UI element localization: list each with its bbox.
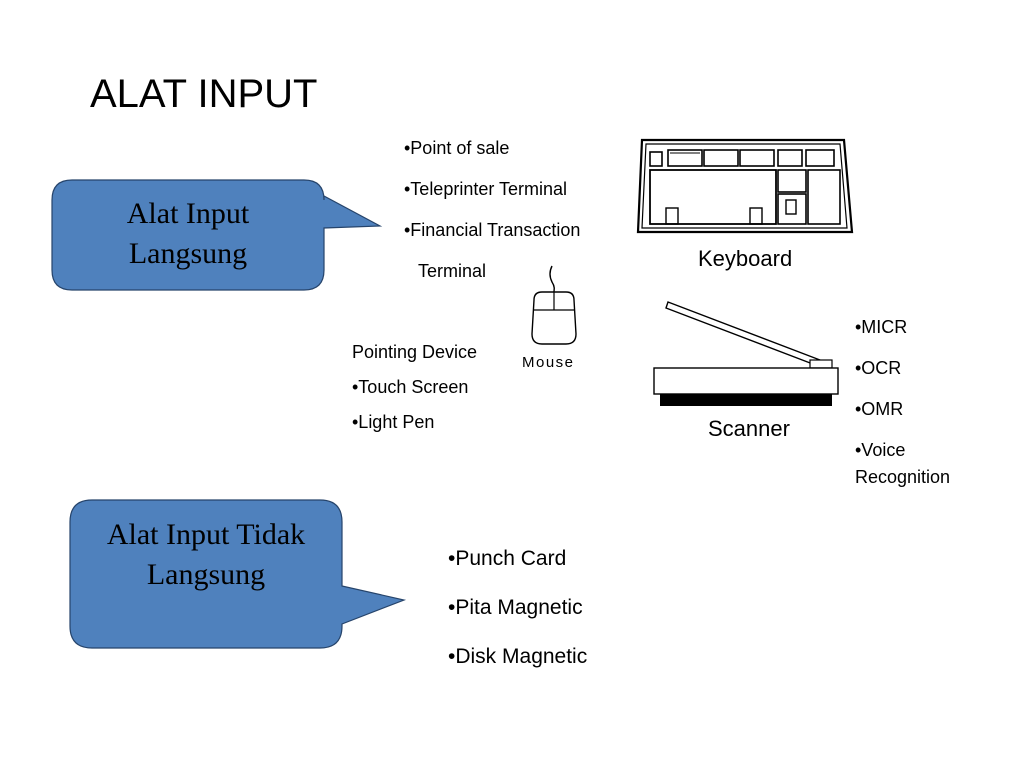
callout-direct-line1: Alat Input bbox=[126, 197, 250, 230]
callout-direct-shape bbox=[51, 179, 383, 291]
pointing-device-list: •Touch Screen •Light Pen bbox=[352, 377, 477, 432]
direct-input-list: •Point of sale •Teleprinter Terminal •Fi… bbox=[404, 138, 580, 302]
list-item: •Disk Magnetic bbox=[448, 645, 588, 668]
indirect-input-list: •Punch Card •Pita Magnetic •Disk Magneti… bbox=[448, 547, 587, 694]
callout-indirect-line2: Langsung bbox=[146, 558, 266, 591]
list-item: •Financial Transaction bbox=[404, 220, 581, 240]
list-item: •Point of sale bbox=[404, 138, 510, 158]
pointing-device-section: Pointing Device •Touch Screen •Light Pen bbox=[352, 342, 477, 447]
mouse-label: Mouse bbox=[522, 354, 575, 371]
scanner-label: Scanner bbox=[708, 416, 790, 441]
mouse-icon bbox=[531, 265, 577, 345]
list-item: •Voice bbox=[855, 440, 906, 460]
scanner-icon bbox=[653, 301, 839, 406]
callout-direct: Alat Input Langsung bbox=[52, 194, 324, 274]
list-item: Terminal bbox=[418, 261, 487, 281]
list-item: •OCR bbox=[855, 358, 902, 378]
callout-indirect: Alat Input Tidak Langsung bbox=[70, 515, 342, 595]
list-item: •Touch Screen bbox=[352, 377, 469, 397]
list-item: •Pita Magnetic bbox=[448, 596, 583, 619]
list-item: •Light Pen bbox=[352, 412, 435, 432]
list-item: •Teleprinter Terminal bbox=[404, 179, 568, 199]
keyboard-label: Keyboard bbox=[698, 246, 793, 271]
list-item: •Punch Card bbox=[448, 547, 567, 570]
callout-direct-line2: Langsung bbox=[128, 237, 248, 270]
list-item: •OMR bbox=[855, 399, 904, 419]
slide-title: ALAT INPUT bbox=[90, 72, 318, 116]
callout-indirect-shape bbox=[69, 499, 407, 649]
list-item: Recognition bbox=[855, 467, 951, 487]
keyboard-icon bbox=[636, 138, 854, 234]
list-item: •MICR bbox=[855, 317, 908, 337]
callout-indirect-line1: Alat Input Tidak bbox=[106, 518, 306, 551]
scanner-input-list: •MICR •OCR •OMR •Voice Recognition bbox=[855, 317, 950, 508]
pointing-device-heading: Pointing Device bbox=[352, 342, 478, 362]
